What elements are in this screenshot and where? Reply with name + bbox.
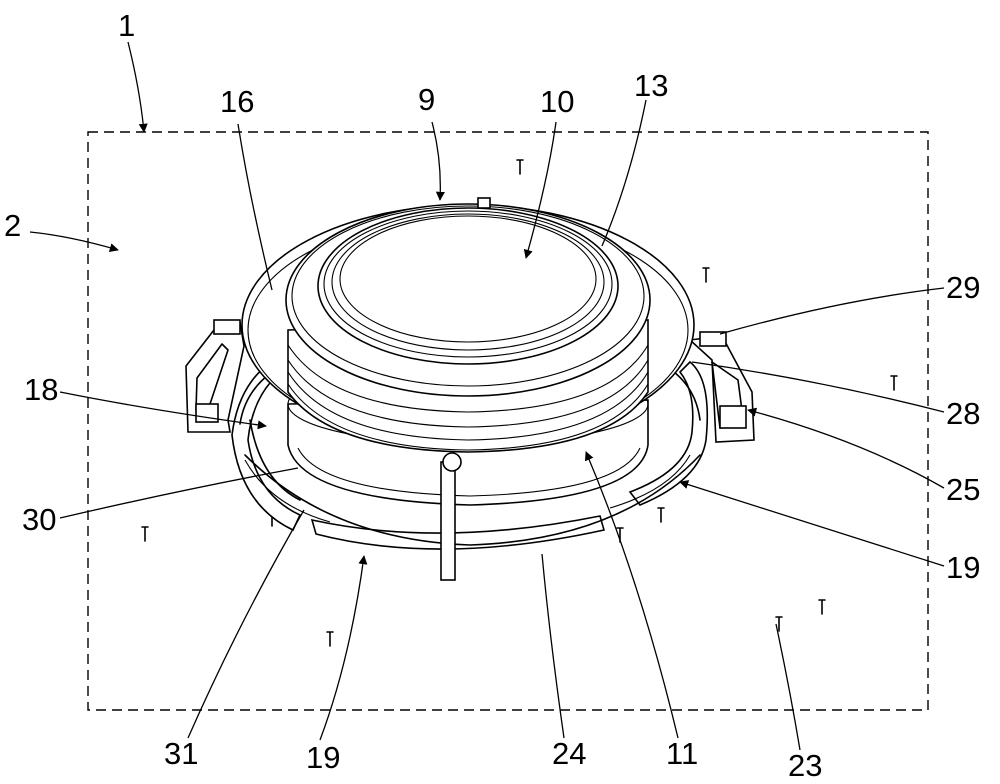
front-handle xyxy=(440,452,462,581)
label-16: 16 xyxy=(220,84,254,119)
label-10: 10 xyxy=(540,84,574,119)
left-bracket xyxy=(185,319,245,433)
label-18: 18 xyxy=(24,372,58,407)
label-19-right: 19 xyxy=(946,550,980,585)
lid xyxy=(317,207,619,365)
label-31: 31 xyxy=(164,736,198,771)
label-30: 30 xyxy=(22,502,56,537)
label-13: 13 xyxy=(634,68,668,103)
label-28: 28 xyxy=(946,396,980,431)
label-25: 25 xyxy=(946,472,980,507)
label-19-bottom: 19 xyxy=(306,740,340,775)
label-24: 24 xyxy=(552,736,586,771)
floor-area-boundary xyxy=(87,131,929,711)
top-hinge xyxy=(477,197,491,209)
leader-lines xyxy=(29,41,945,751)
right-bracket xyxy=(688,331,755,443)
label-1: 1 xyxy=(118,8,135,43)
label-9: 9 xyxy=(418,82,435,117)
label-2: 2 xyxy=(4,208,21,243)
label-11: 11 xyxy=(666,736,698,771)
label-23: 23 xyxy=(788,748,822,783)
label-29: 29 xyxy=(946,270,980,305)
